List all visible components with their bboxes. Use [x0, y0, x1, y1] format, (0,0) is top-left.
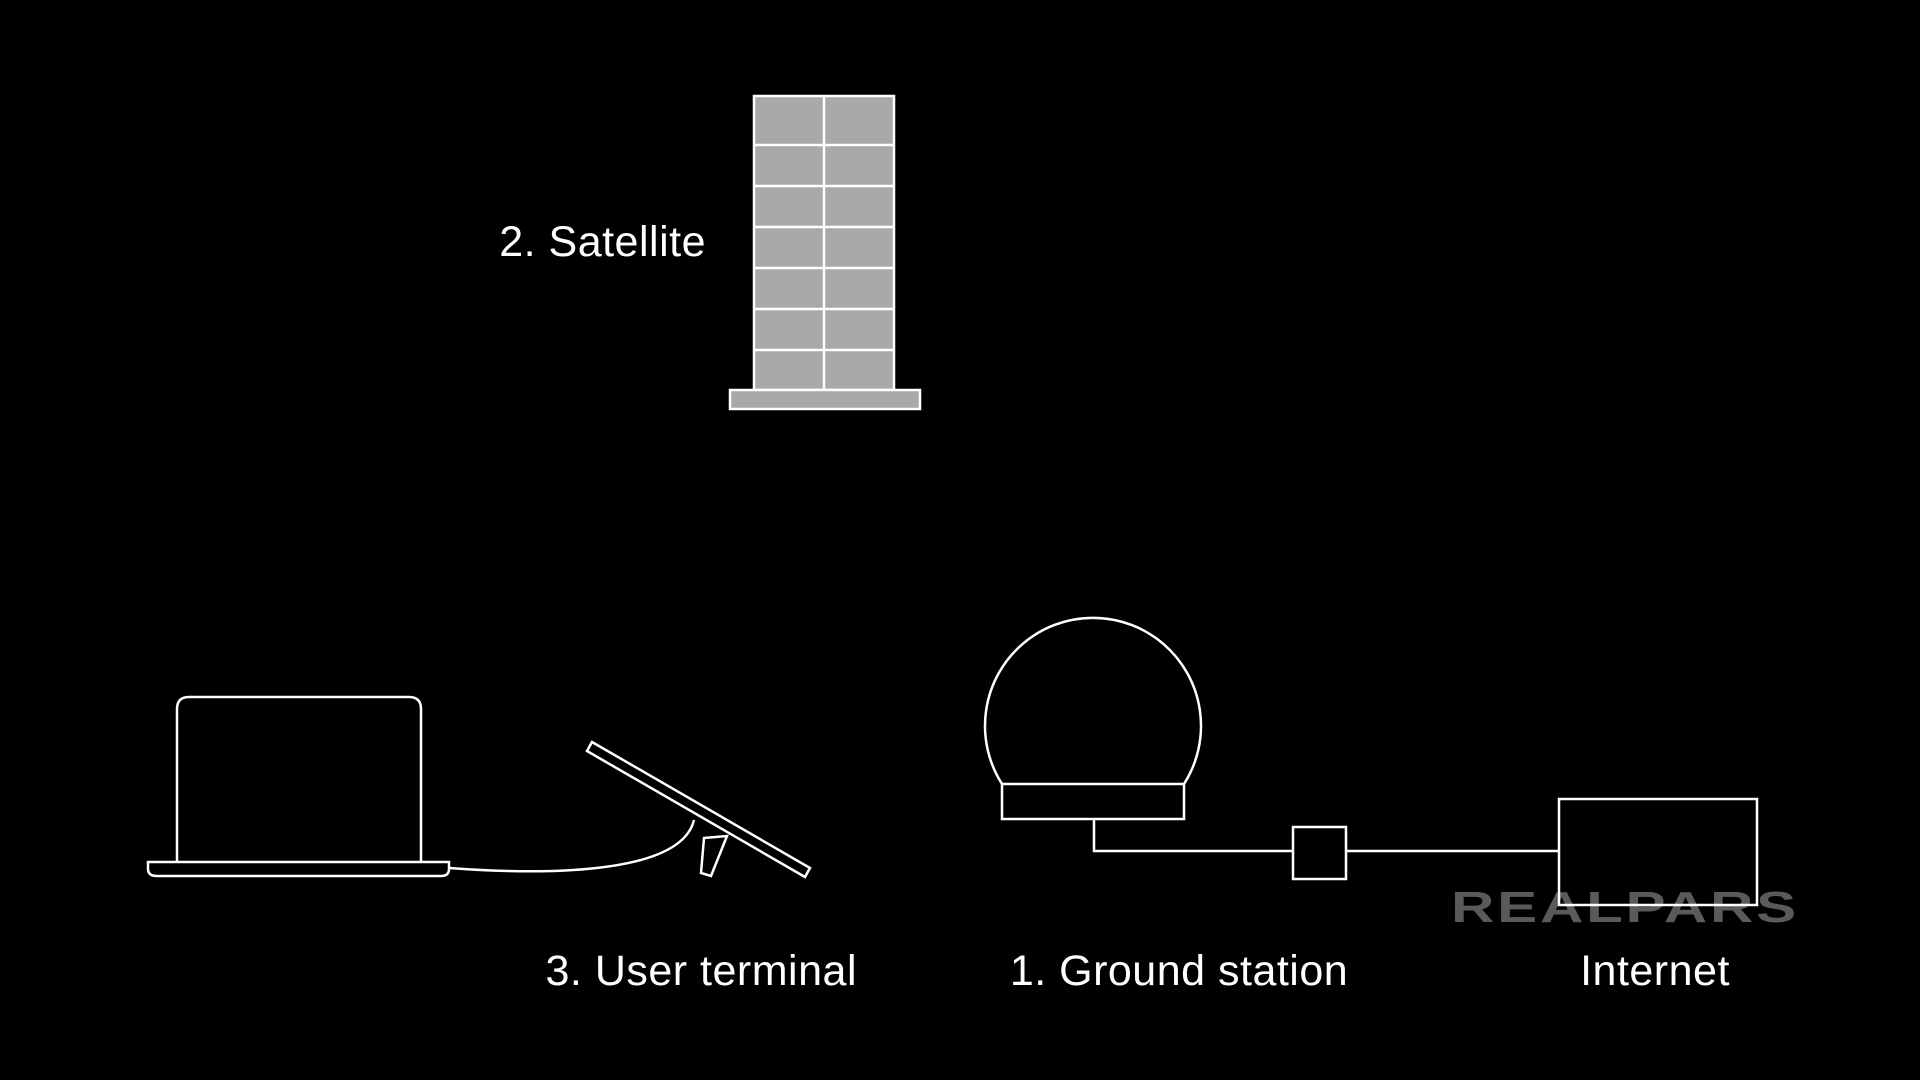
satellite-icon — [728, 94, 922, 411]
router-box — [1291, 825, 1348, 881]
ground-station-connector-line — [1092, 819, 1293, 853]
terminal-cable — [448, 819, 696, 873]
internet-box — [1557, 797, 1759, 907]
satellite-label: 2. Satellite — [499, 218, 706, 266]
internet-label: Internet — [1580, 947, 1730, 995]
realpars-watermark: REALPARS — [1451, 883, 1799, 932]
user-terminal-dish-icon — [585, 740, 812, 879]
laptop-icon — [146, 695, 451, 878]
ground-station-label: 1. Ground station — [1010, 947, 1348, 995]
user-terminal-label: 3. User terminal — [546, 947, 857, 995]
ground-station-dome-icon — [983, 616, 1203, 821]
